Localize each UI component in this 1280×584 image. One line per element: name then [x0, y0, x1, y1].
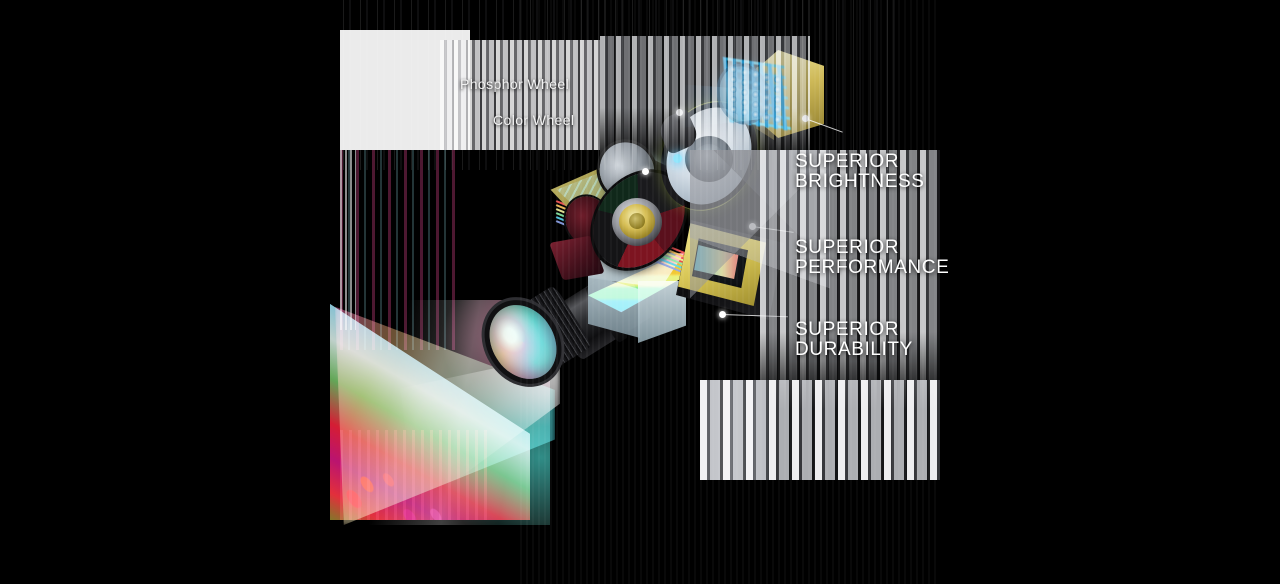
laser-emitter-dot: [763, 83, 770, 91]
feature-superior-performance: SUPERIOR PERFORMANCE: [795, 237, 950, 279]
color-wheel: [585, 159, 695, 281]
feature-durability-line2: DURABILITY: [795, 339, 913, 361]
feature-superior-brightness: SUPERIOR BRIGHTNESS: [795, 151, 925, 193]
laser-emitter-dot: [763, 73, 770, 81]
laser-emitter-dot: [730, 76, 737, 83]
laser-emitter-dot: [730, 96, 737, 103]
callout-dot-color-wheel: [642, 168, 649, 175]
laser-emitter-dot: [741, 78, 748, 86]
laser-emitter-dot: [763, 93, 770, 101]
feature-durability-line1: SUPERIOR: [795, 319, 900, 340]
laser-emitter-dot: [741, 68, 748, 76]
feature-brightness-line1: SUPERIOR: [795, 151, 900, 172]
label-color-wheel: Color Wheel: [493, 112, 575, 128]
feature-superior-durability: SUPERIOR DURABILITY: [795, 319, 913, 361]
laser-emitter-dot: [730, 66, 737, 73]
streak-overlay-right-lower: [700, 380, 940, 480]
streak-overlay-gray-band: [440, 40, 600, 150]
feature-brightness-line2: BRIGHTNESS: [795, 171, 925, 193]
feature-performance-line1: SUPERIOR: [795, 237, 900, 258]
streak-overlay-right-gray: [700, 380, 770, 480]
color-wheel-hub-center: [629, 213, 645, 229]
laser-emitter-dot: [741, 98, 748, 106]
laser-emitter-dot: [741, 88, 748, 96]
laser-emitter-dot: [730, 106, 737, 113]
callout-dot-phosphor-wheel: [676, 109, 683, 116]
laser-emitter-dot: [763, 113, 770, 121]
label-phosphor-wheel: Phosphor Wheel: [460, 76, 570, 92]
laser-emitter-dot: [730, 86, 737, 93]
laser-emitter-dot: [741, 108, 748, 116]
phosphor-excitation-spot: [673, 154, 682, 163]
blue-laser-diode-array: [680, 48, 830, 160]
laser-emitter-dot: [763, 103, 770, 111]
feature-performance-line2: PERFORMANCE: [795, 257, 950, 279]
streak-overlay-white-block: [340, 30, 470, 150]
